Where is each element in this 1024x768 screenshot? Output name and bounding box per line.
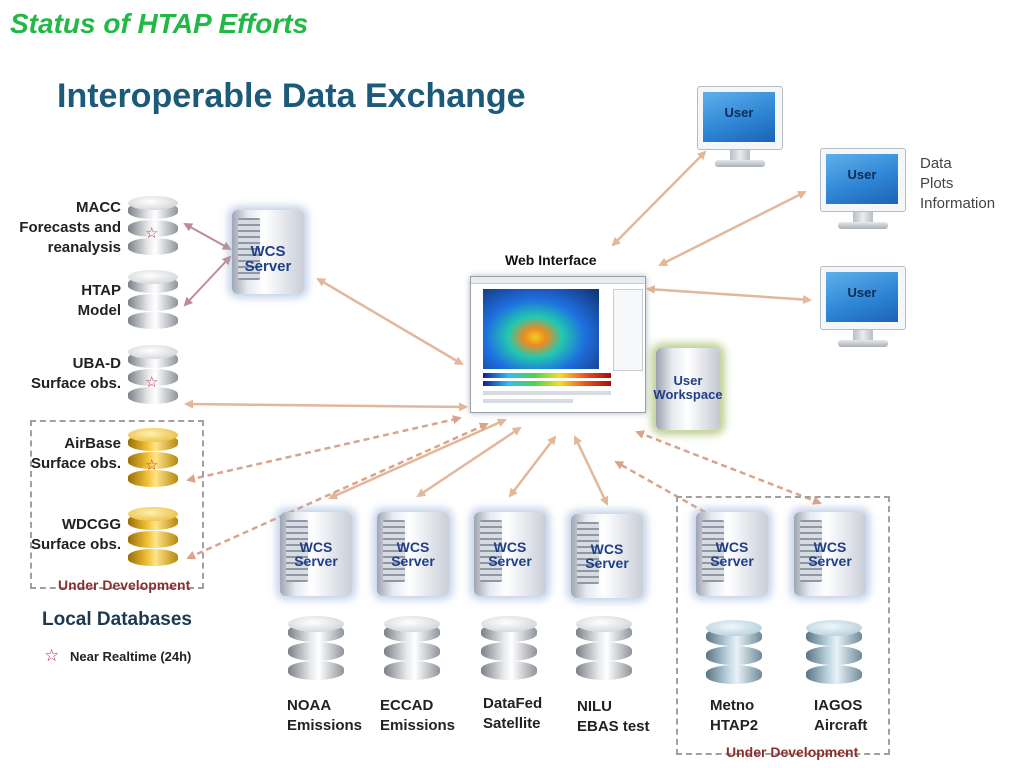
under-development-label-left: Under Development: [58, 577, 191, 593]
under-development-box-left: [30, 420, 204, 589]
db-label-eccad: ECCAD Emissions: [380, 697, 456, 734]
database-nilu: [576, 616, 632, 682]
db-label-noaa: NOAA Emissions: [287, 697, 363, 734]
arrow-uba: [184, 399, 468, 412]
local-databases-heading: Local Databases: [42, 609, 192, 630]
wcs-server-eccad: WCS Server: [377, 512, 449, 596]
user-workspace: User Workspace: [653, 348, 723, 430]
arrow-wcs2: [416, 426, 522, 498]
web-colorbar-2: [483, 381, 611, 386]
web-control-bar: [483, 391, 611, 395]
db-label-datafed: DataFed Satellite: [483, 695, 543, 732]
arrow-htap: [183, 255, 232, 307]
database-eccad: [384, 616, 440, 682]
wcs-server-main: WCS Server: [232, 210, 304, 294]
db-label-uba-d: UBA-D Surface obs.: [30, 355, 121, 392]
db-label-htap: HTAP Model: [77, 282, 121, 319]
database-datafed: [481, 616, 537, 682]
wcs-server-noaa: WCS Server: [280, 512, 352, 596]
database-uba-d: ☆: [128, 345, 178, 407]
near-realtime-star-icon: ☆: [145, 374, 159, 391]
under-development-label-right: Under Development: [726, 744, 859, 760]
web-map: [483, 289, 599, 369]
arrow-wcs4: [573, 435, 609, 506]
wcs-server-datafed: WCS Server: [474, 512, 546, 596]
wcs-server-metno: WCS Server: [696, 512, 768, 596]
web-colorbar: [483, 373, 611, 378]
web-interface-label: Web Interface: [505, 252, 597, 268]
db-label-iagos: IAGOS Aircraft: [814, 697, 868, 734]
arrow-user2: [658, 190, 807, 267]
user-info-text: Data Plots Information: [920, 155, 996, 212]
user-monitor-1: User: [697, 86, 783, 172]
database-macc: ☆: [128, 196, 178, 258]
arrow-wcs3: [508, 435, 557, 498]
slide-kicker: Status of HTAP Efforts: [10, 8, 309, 39]
db-label-wdcgg: WDCGG Surface obs.: [30, 516, 121, 553]
legend-text: Near Realtime (24h): [70, 649, 192, 664]
near-realtime-star-icon: ☆: [145, 457, 159, 474]
database-airbase: ☆: [128, 428, 178, 490]
db-label-nilu: NILU EBAS test: [577, 698, 650, 735]
arrow-user3: [646, 284, 812, 305]
web-menu-bar: [471, 277, 645, 284]
database-htap: [128, 270, 178, 332]
slide-title: Interoperable Data Exchange: [57, 77, 526, 115]
legend-star-icon: ☆: [44, 646, 60, 665]
arrow-wdcgg: [186, 422, 489, 560]
wcs-server-nilu: WCS Server: [571, 514, 643, 598]
arrow-macc: [183, 223, 232, 250]
web-interface-screenshot: [470, 276, 646, 413]
database-iagos: [806, 620, 862, 686]
database-noaa: [288, 616, 344, 682]
near-realtime-star-icon: ☆: [145, 225, 159, 242]
user-monitor-2: User: [820, 148, 906, 234]
web-control-bar-2: [483, 399, 573, 403]
db-label-metno: Metno HTAP2: [710, 697, 759, 734]
under-development-box-right: [676, 496, 890, 755]
arrow-wcs1: [328, 418, 507, 500]
db-label-airbase: AirBase Surface obs.: [30, 435, 121, 472]
arrow-user1: [611, 150, 707, 247]
arrow-airbase: [186, 415, 462, 483]
db-label-macc: MACC Forecasts and reanalysis: [19, 199, 121, 256]
arrow-iagos: [635, 430, 822, 505]
wcs-server-iagos: WCS Server: [794, 512, 866, 596]
arrow-wcs-main: [316, 277, 464, 366]
user-monitor-3: User: [820, 266, 906, 352]
database-metno: [706, 620, 762, 686]
database-wdcgg: [128, 507, 178, 569]
web-side-panel: [613, 289, 643, 371]
